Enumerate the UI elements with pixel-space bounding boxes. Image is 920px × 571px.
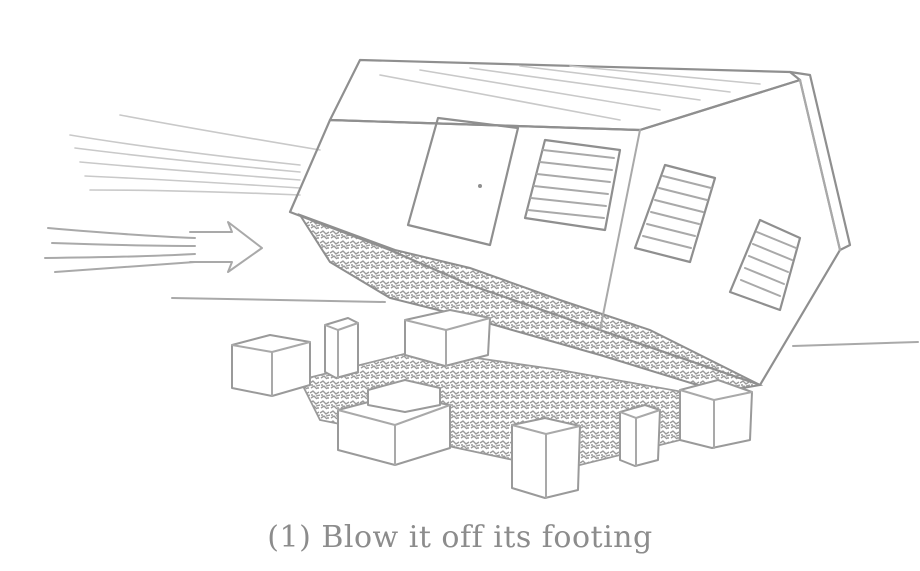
door	[408, 118, 518, 245]
footing-block-7	[680, 380, 752, 448]
window-right	[730, 220, 800, 310]
window-left	[525, 140, 620, 230]
window-middle	[635, 165, 715, 262]
wind-arrow	[45, 222, 262, 272]
footing-block-6	[620, 405, 660, 466]
footing-block-1	[232, 335, 310, 396]
wind-lines	[70, 115, 320, 195]
ground-line-right	[793, 342, 918, 346]
footing-block-5	[512, 418, 580, 498]
figure-caption: (1) Blow it off its footing	[0, 520, 920, 555]
footing-block-3	[405, 310, 490, 366]
ground-line-left	[172, 298, 385, 302]
footing-block-2	[325, 318, 358, 378]
